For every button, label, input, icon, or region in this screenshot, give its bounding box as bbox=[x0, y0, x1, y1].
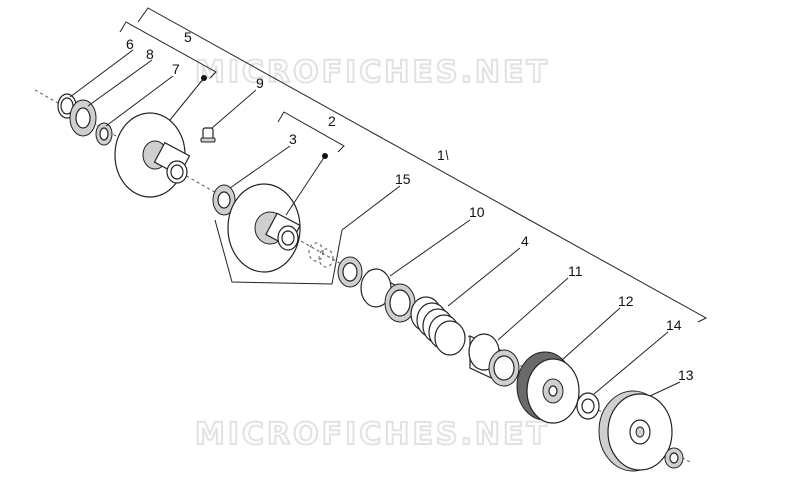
bracket-2 bbox=[277, 111, 345, 153]
part-13-clutch-bell bbox=[598, 390, 673, 472]
part-15-seal bbox=[337, 256, 363, 288]
callout-14: 14 bbox=[666, 317, 682, 333]
callout-6: 6 bbox=[126, 36, 134, 52]
callout-9: 9 bbox=[256, 75, 264, 91]
callout-8: 8 bbox=[146, 46, 154, 62]
part-7-bushing bbox=[95, 122, 113, 146]
callout-15: 15 bbox=[395, 171, 411, 187]
watermark-bottom: MICROFICHES.NET bbox=[195, 417, 550, 452]
watermark-top: MICROFICHES.NET bbox=[195, 55, 550, 90]
bracket-5 bbox=[119, 21, 217, 79]
callout-1: 1 bbox=[437, 147, 445, 163]
part-12-clutch bbox=[516, 351, 580, 424]
part-8-bearing bbox=[69, 99, 97, 137]
marker-dot-2 bbox=[322, 153, 328, 159]
leader-lines bbox=[69, 49, 681, 397]
part-15-o-rings bbox=[308, 242, 334, 268]
callout-5: 5 bbox=[184, 29, 192, 45]
part-11-bushing bbox=[468, 333, 520, 387]
part-3-bearing bbox=[212, 184, 236, 216]
callout-3: 3 bbox=[289, 131, 297, 147]
callout-10: 10 bbox=[469, 204, 485, 220]
callout-7: 7 bbox=[172, 61, 180, 77]
part-14-washer bbox=[576, 392, 600, 420]
marker-dot-5 bbox=[201, 75, 207, 81]
part-2-movable-pulley bbox=[227, 183, 301, 273]
callout-11: 11 bbox=[568, 263, 583, 279]
part-nut bbox=[664, 447, 684, 469]
callout-4: 4 bbox=[521, 233, 529, 249]
bracket-15 bbox=[214, 219, 343, 285]
part-9-pin bbox=[200, 127, 216, 143]
callout-12: 12 bbox=[618, 293, 634, 309]
part-4-spring bbox=[410, 296, 466, 356]
bracket-1 bbox=[137, 7, 708, 323]
callout-13: 13 bbox=[678, 367, 694, 383]
part-10-sleeve bbox=[360, 268, 416, 323]
callout-2: 2 bbox=[328, 113, 336, 129]
part-5-fixed-pulley bbox=[114, 112, 191, 198]
